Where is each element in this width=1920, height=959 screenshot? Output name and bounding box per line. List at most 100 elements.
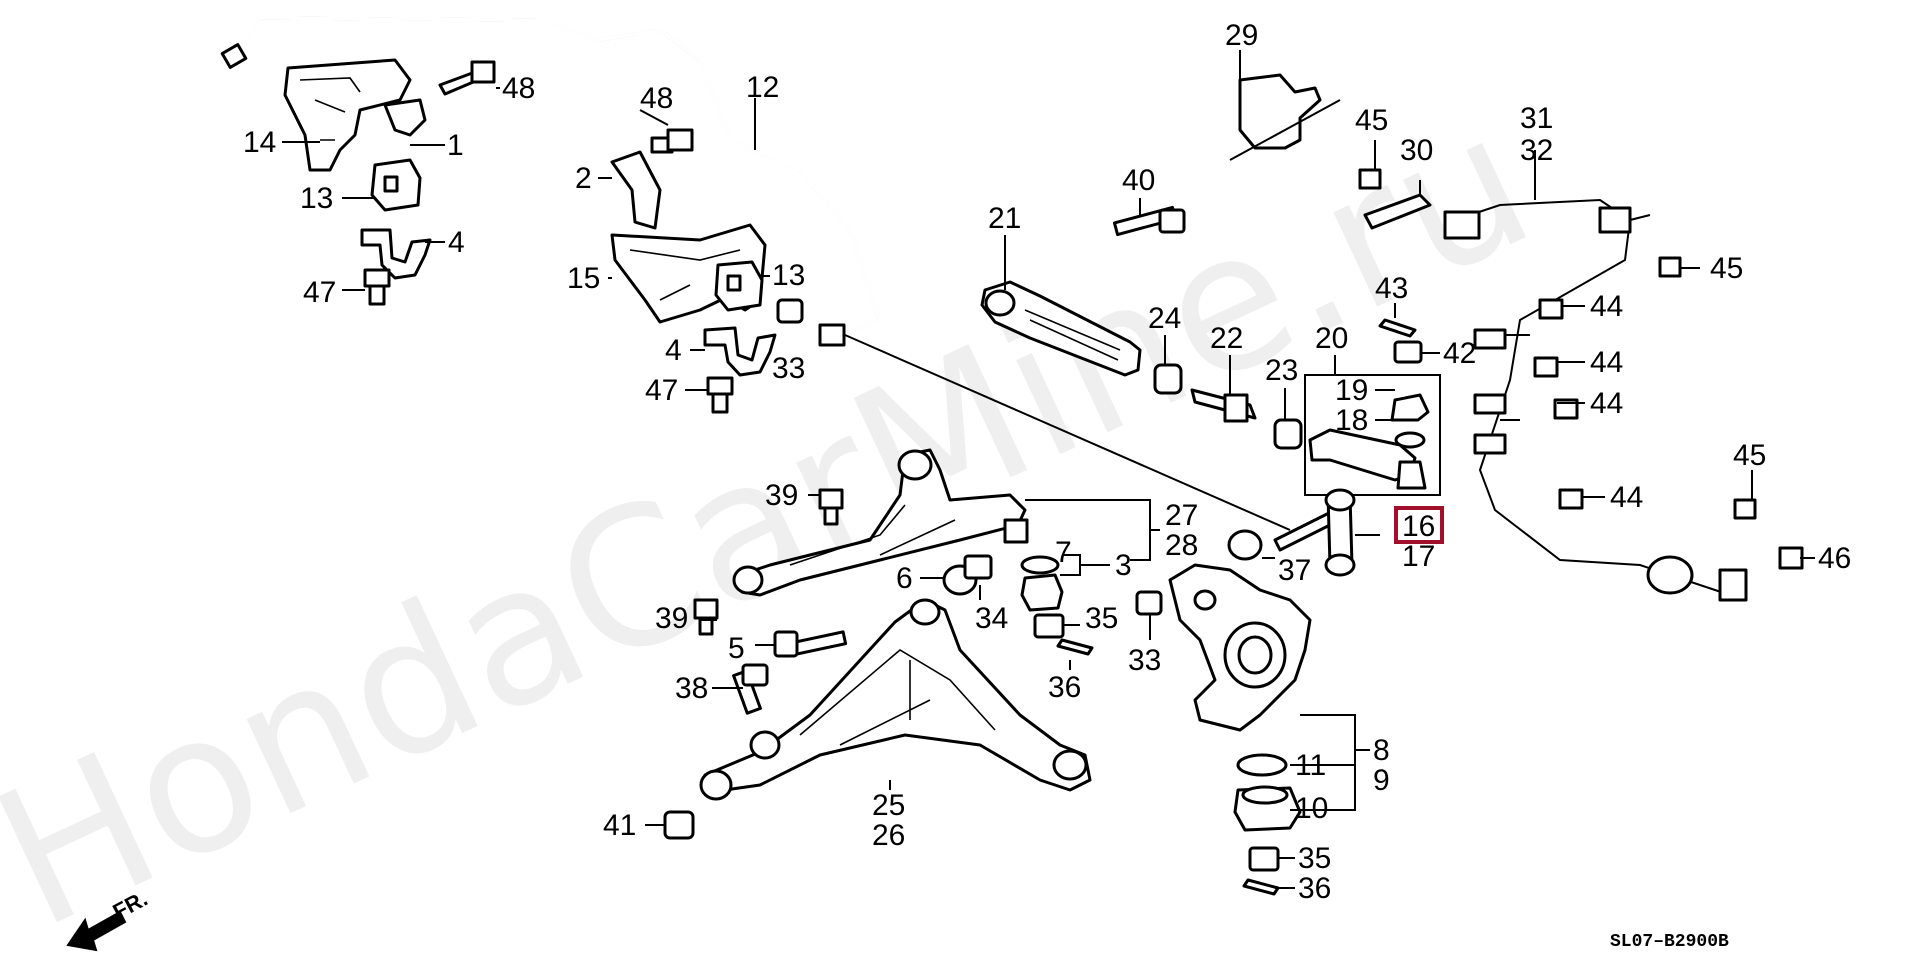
bushing-24[interactable] [1153,363,1183,395]
castle-nut-35-upper[interactable] [1033,613,1065,639]
bracket-part-1[interactable] [383,98,427,137]
label-48b[interactable]: 48 [640,82,673,115]
sensor-clamp-30[interactable] [1363,193,1432,230]
label-29[interactable]: 29 [1225,19,1258,52]
label-33b[interactable]: 33 [1128,644,1161,677]
flange-nut-41[interactable] [663,810,695,840]
flange-bolt-38[interactable] [732,663,769,715]
stabilizer-link-16-17[interactable] [844,334,1356,577]
label-34[interactable]: 34 [975,602,1008,635]
label-47a[interactable]: 47 [303,276,336,309]
label-45c[interactable]: 45 [1733,439,1766,472]
upper-control-arm-27-28[interactable] [732,448,1029,597]
washer-7[interactable] [1020,555,1060,575]
stabilizer-bushing-left[interactable] [370,158,422,212]
label-44d[interactable]: 44 [1610,481,1643,514]
flange-bolt-47-left[interactable] [363,268,391,306]
ball-joint-10[interactable] [1233,785,1302,832]
flange-bolt-48-left[interactable] [438,60,496,96]
flange-bolt-45-lower[interactable] [1733,498,1757,520]
label-12[interactable]: 12 [746,71,779,104]
label-26[interactable]: 26 [872,819,905,852]
cotter-pin-36-lower[interactable] [1242,878,1280,896]
lower-control-arm-25-26[interactable] [699,598,1092,801]
flange-bolt-48-center[interactable] [650,128,694,154]
snap-ring-11[interactable] [1236,753,1288,777]
abs-wheel-sensor-harness[interactable] [1443,198,1748,602]
nut-34[interactable] [963,554,993,580]
label-47b[interactable]: 47 [645,374,678,407]
label-13b[interactable]: 13 [772,259,805,292]
label-28[interactable]: 28 [1165,529,1198,562]
label-25[interactable]: 25 [872,789,905,822]
label-48a[interactable]: 48 [502,72,535,105]
label-8[interactable]: 8 [1373,734,1390,767]
boot-19[interactable] [1390,393,1430,422]
label-7[interactable]: 7 [1055,536,1072,569]
stabilizer-bushing-center[interactable] [714,260,764,312]
label-27[interactable]: 27 [1165,499,1198,532]
self-locking-nut-33-upper[interactable] [776,298,804,324]
castle-nut-35-lower[interactable] [1248,846,1280,872]
label-46[interactable]: 46 [1818,542,1851,575]
bracket-29[interactable] [1229,73,1341,161]
label-44a[interactable]: 44 [1590,290,1623,323]
label-10[interactable]: 10 [1295,792,1328,825]
label-36a[interactable]: 36 [1048,671,1081,704]
label-16[interactable]: 16 [1402,510,1435,543]
label-32[interactable]: 32 [1520,134,1553,167]
label-24[interactable]: 24 [1148,302,1181,335]
clip-18[interactable] [1394,431,1426,449]
label-6[interactable]: 6 [896,562,913,595]
label-45b[interactable]: 45 [1710,252,1743,285]
label-44c[interactable]: 44 [1590,387,1623,420]
label-43[interactable]: 43 [1375,272,1408,305]
label-15[interactable]: 15 [567,262,600,295]
flange-bolt-47-center[interactable] [706,376,734,414]
stabilizer-link-bracket-2[interactable] [610,150,662,230]
bushing-23[interactable] [1273,418,1303,450]
label-21[interactable]: 21 [988,202,1021,235]
stabilizer-bar[interactable] [220,16,883,347]
label-44b[interactable]: 44 [1590,346,1623,379]
label-33a[interactable]: 33 [772,352,805,385]
label-4a[interactable]: 4 [448,226,465,259]
label-30[interactable]: 30 [1400,134,1433,167]
bushing-clamp-left[interactable] [360,228,432,280]
label-3[interactable]: 3 [1115,549,1132,582]
cushion-3[interactable] [1020,573,1064,612]
flange-bolt-39-upper[interactable] [818,488,844,526]
label-2[interactable]: 2 [575,162,592,195]
label-19[interactable]: 19 [1335,374,1368,407]
label-35a[interactable]: 35 [1085,602,1118,635]
label-22[interactable]: 22 [1210,322,1243,355]
bushing-37[interactable] [1227,529,1263,561]
label-1[interactable]: 1 [447,129,464,162]
label-41[interactable]: 41 [603,809,636,842]
self-locking-nut-33-lower[interactable] [1135,590,1163,616]
label-11[interactable]: 11 [1295,749,1326,782]
flange-bolt-45-top[interactable] [1358,168,1382,190]
label-45a[interactable]: 45 [1355,104,1388,137]
label-5[interactable]: 5 [728,632,745,665]
cotter-pin-43[interactable] [1378,318,1417,338]
flange-bolt-40[interactable] [1112,205,1186,237]
label-17[interactable]: 17 [1402,540,1435,573]
flange-bolt-46[interactable] [1778,546,1804,570]
bushing-clamp-center[interactable] [703,326,777,377]
flange-bolt-44-set[interactable] [1533,298,1584,510]
label-23[interactable]: 23 [1265,354,1298,387]
label-39a[interactable]: 39 [765,479,798,512]
flange-bolt-45-right[interactable] [1658,256,1682,278]
label-31[interactable]: 31 [1520,102,1553,135]
label-4b[interactable]: 4 [665,334,682,367]
castle-nut-42[interactable] [1393,340,1423,364]
label-9[interactable]: 9 [1373,764,1390,797]
trailing-radius-rod-21[interactable] [980,280,1142,377]
label-20[interactable]: 20 [1315,322,1348,355]
label-37[interactable]: 37 [1278,554,1311,587]
flange-bolt-5[interactable] [773,630,848,658]
label-35b[interactable]: 35 [1298,842,1331,875]
label-38[interactable]: 38 [675,672,708,705]
label-39b[interactable]: 39 [655,602,688,635]
